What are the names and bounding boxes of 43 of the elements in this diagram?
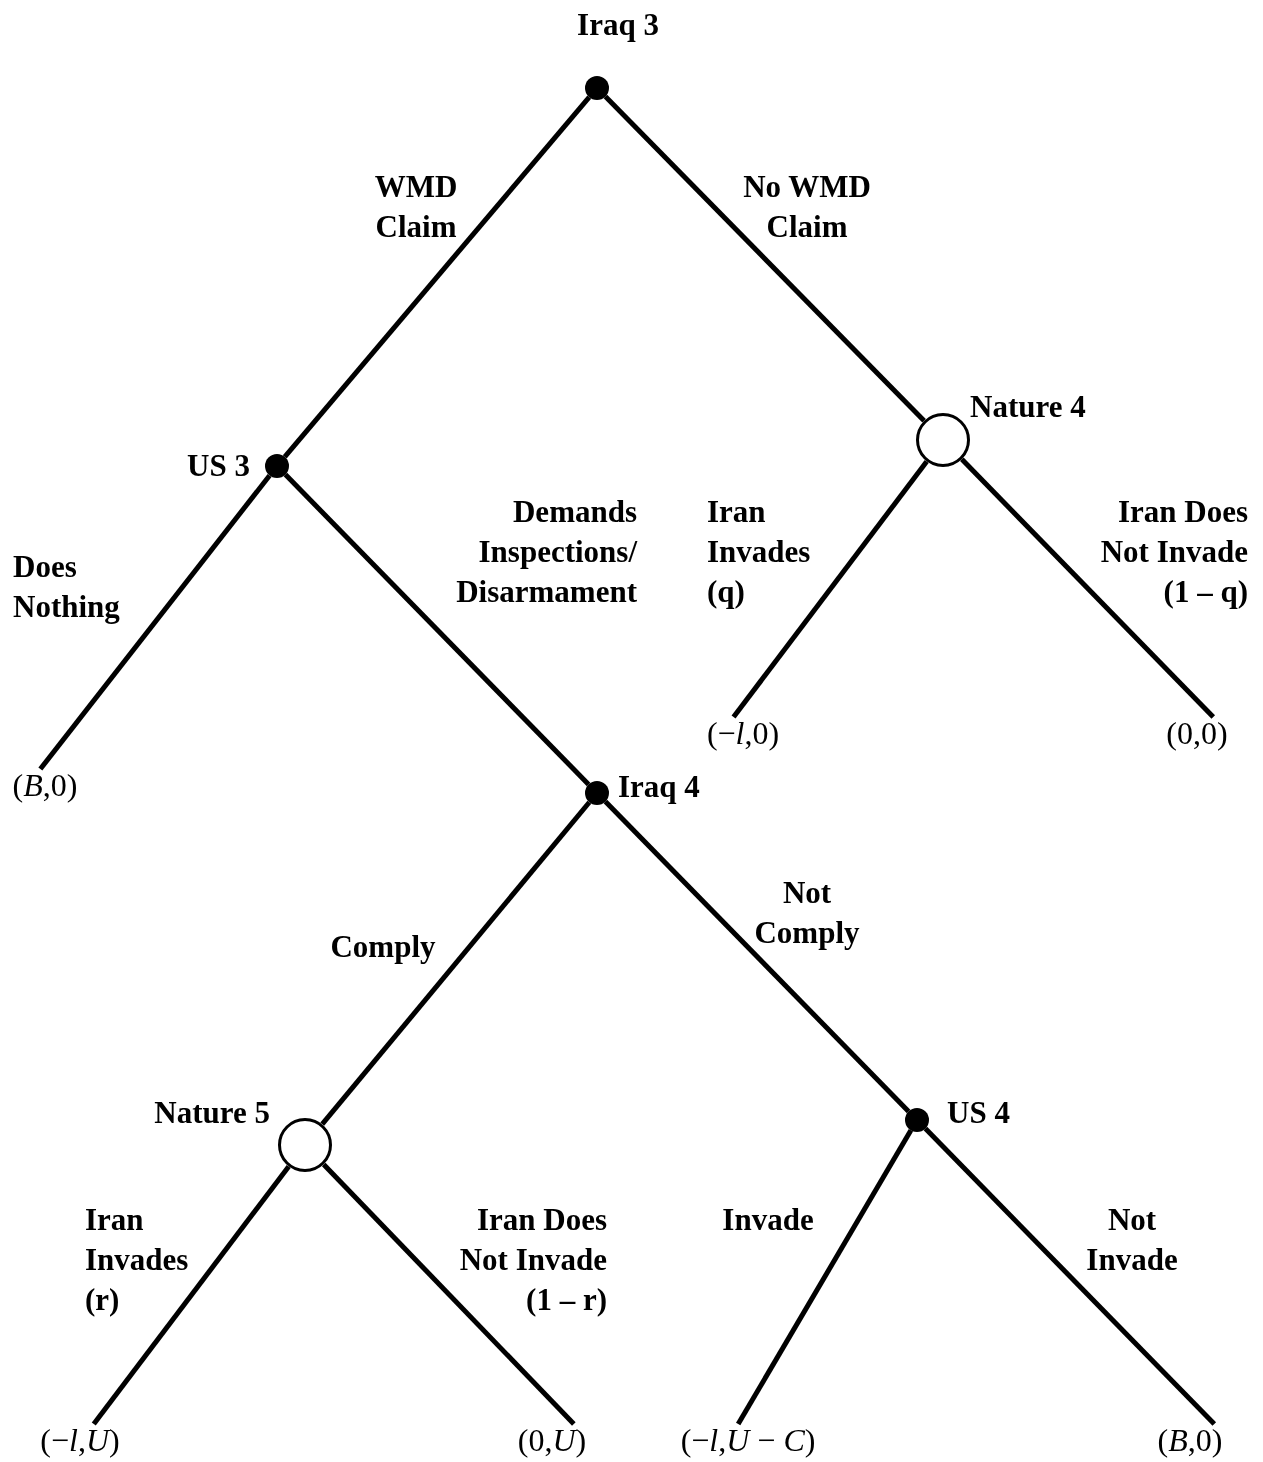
payoff-label: (−l,0) <box>706 715 780 751</box>
branch-label: Invade <box>721 1201 815 1239</box>
branch-label: Not Invade <box>1085 1201 1179 1279</box>
branch-label: WMD Claim <box>373 168 459 246</box>
tree-branch-line <box>960 457 1216 719</box>
branch-label: Does Nothing <box>13 548 121 626</box>
branch-label: Not Comply <box>753 874 861 952</box>
branch-label: Iran Does Not Invade (1 – r) <box>458 1201 607 1319</box>
branch-label: Comply <box>329 928 437 966</box>
branch-label: No WMD Claim <box>742 168 872 246</box>
payoff-label: (−l,U) <box>40 1422 120 1458</box>
tree-branch-line <box>282 95 592 459</box>
tree-branch-line <box>320 800 592 1126</box>
player-label: Iraq 4 <box>618 768 700 806</box>
payoff-label: (B,0) <box>12 767 78 803</box>
payoff-label: (0,0) <box>1166 715 1228 751</box>
branch-label: Iran Invades (q) <box>707 493 812 611</box>
tree-branch-line <box>38 473 272 771</box>
chance-node-circle <box>916 413 970 467</box>
decision-node-dot <box>905 1108 929 1132</box>
branch-label: Demands Inspections/ Disarmament <box>455 493 637 611</box>
decision-node-dot <box>585 76 609 100</box>
payoff-label: (0,U) <box>517 1422 587 1458</box>
tree-branch-line <box>321 1162 576 1426</box>
branch-label: Iran Does Not Invade (1 – q) <box>1099 493 1248 611</box>
decision-node-dot <box>265 454 289 478</box>
tree-branch-line <box>736 1129 914 1426</box>
decision-node-dot <box>585 781 609 805</box>
tree-branch-line <box>283 472 591 787</box>
tree-branch-line <box>603 799 911 1114</box>
payoff-label: (B,0) <box>1157 1422 1223 1458</box>
payoff-label: (−l,U − C) <box>680 1422 816 1458</box>
player-label: Iraq 3 <box>577 6 659 44</box>
player-label: US 4 <box>947 1094 1010 1132</box>
tree-branch-line <box>91 1165 291 1426</box>
tree-branch-line <box>603 94 926 423</box>
player-label: US 3 <box>187 447 250 485</box>
tree-branch-line <box>731 460 929 719</box>
player-label: Nature 4 <box>970 388 1086 426</box>
player-label: Nature 5 <box>154 1094 270 1132</box>
chance-node-circle <box>278 1118 332 1172</box>
tree-branch-line <box>923 1126 1217 1426</box>
branch-label: Iran Invades (r) <box>85 1201 190 1319</box>
